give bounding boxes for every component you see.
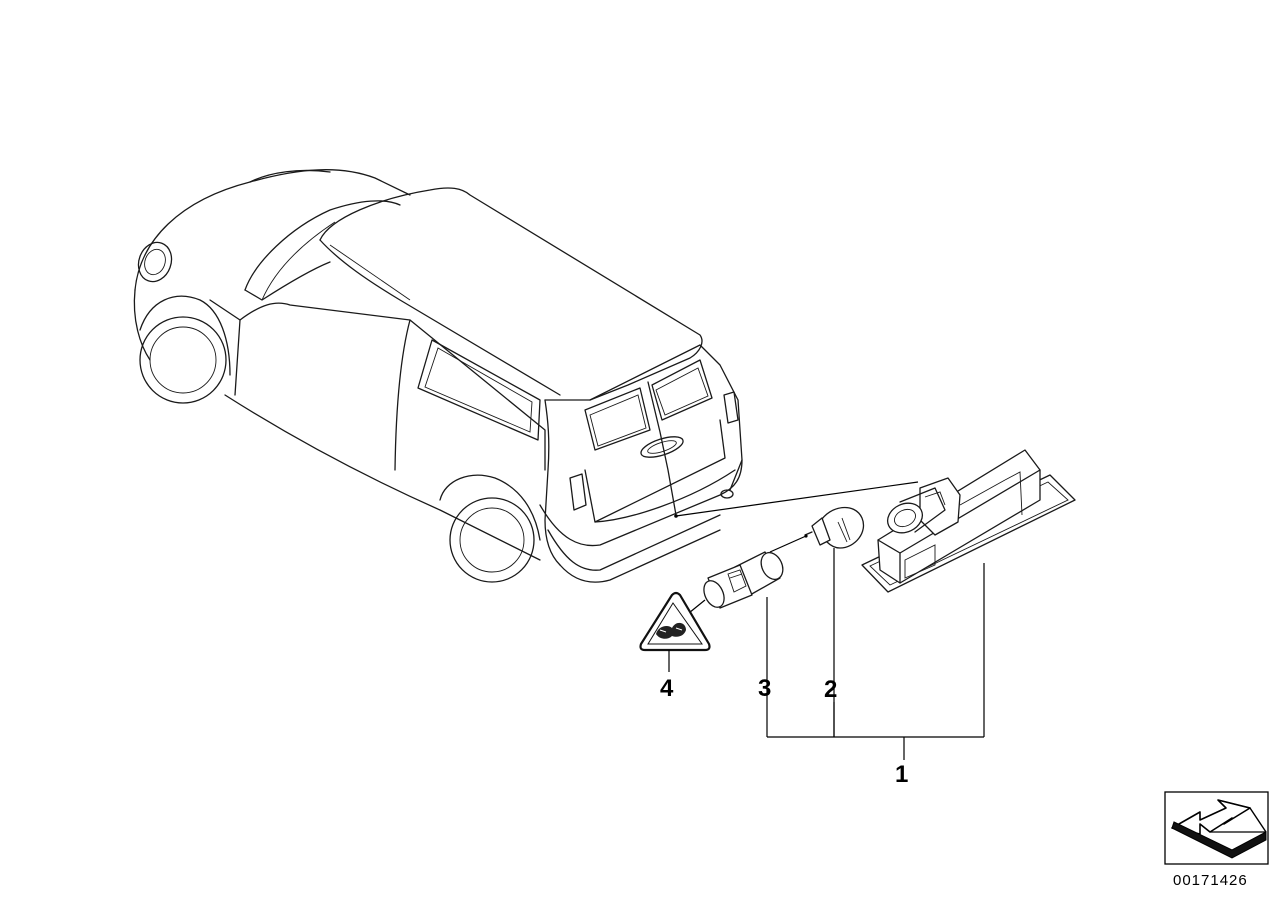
license-plate-lamp-housing [861, 449, 1076, 593]
callout-1: 1 [895, 761, 908, 788]
bulb-socket [703, 551, 784, 609]
car-illustration [133, 169, 743, 583]
orientation-arrow-icon [1164, 791, 1269, 865]
warning-triangle-label [639, 591, 711, 652]
bulb [804, 506, 865, 549]
diagram-reference-number: 00171426 [1173, 872, 1248, 889]
callout-leaders [668, 548, 985, 760]
callout-4: 4 [660, 675, 674, 702]
car-to-lamp-leader [675, 481, 919, 517]
bulb-connector-leader [769, 535, 807, 553]
callout-3: 3 [758, 675, 771, 702]
callout-2: 2 [824, 676, 837, 703]
